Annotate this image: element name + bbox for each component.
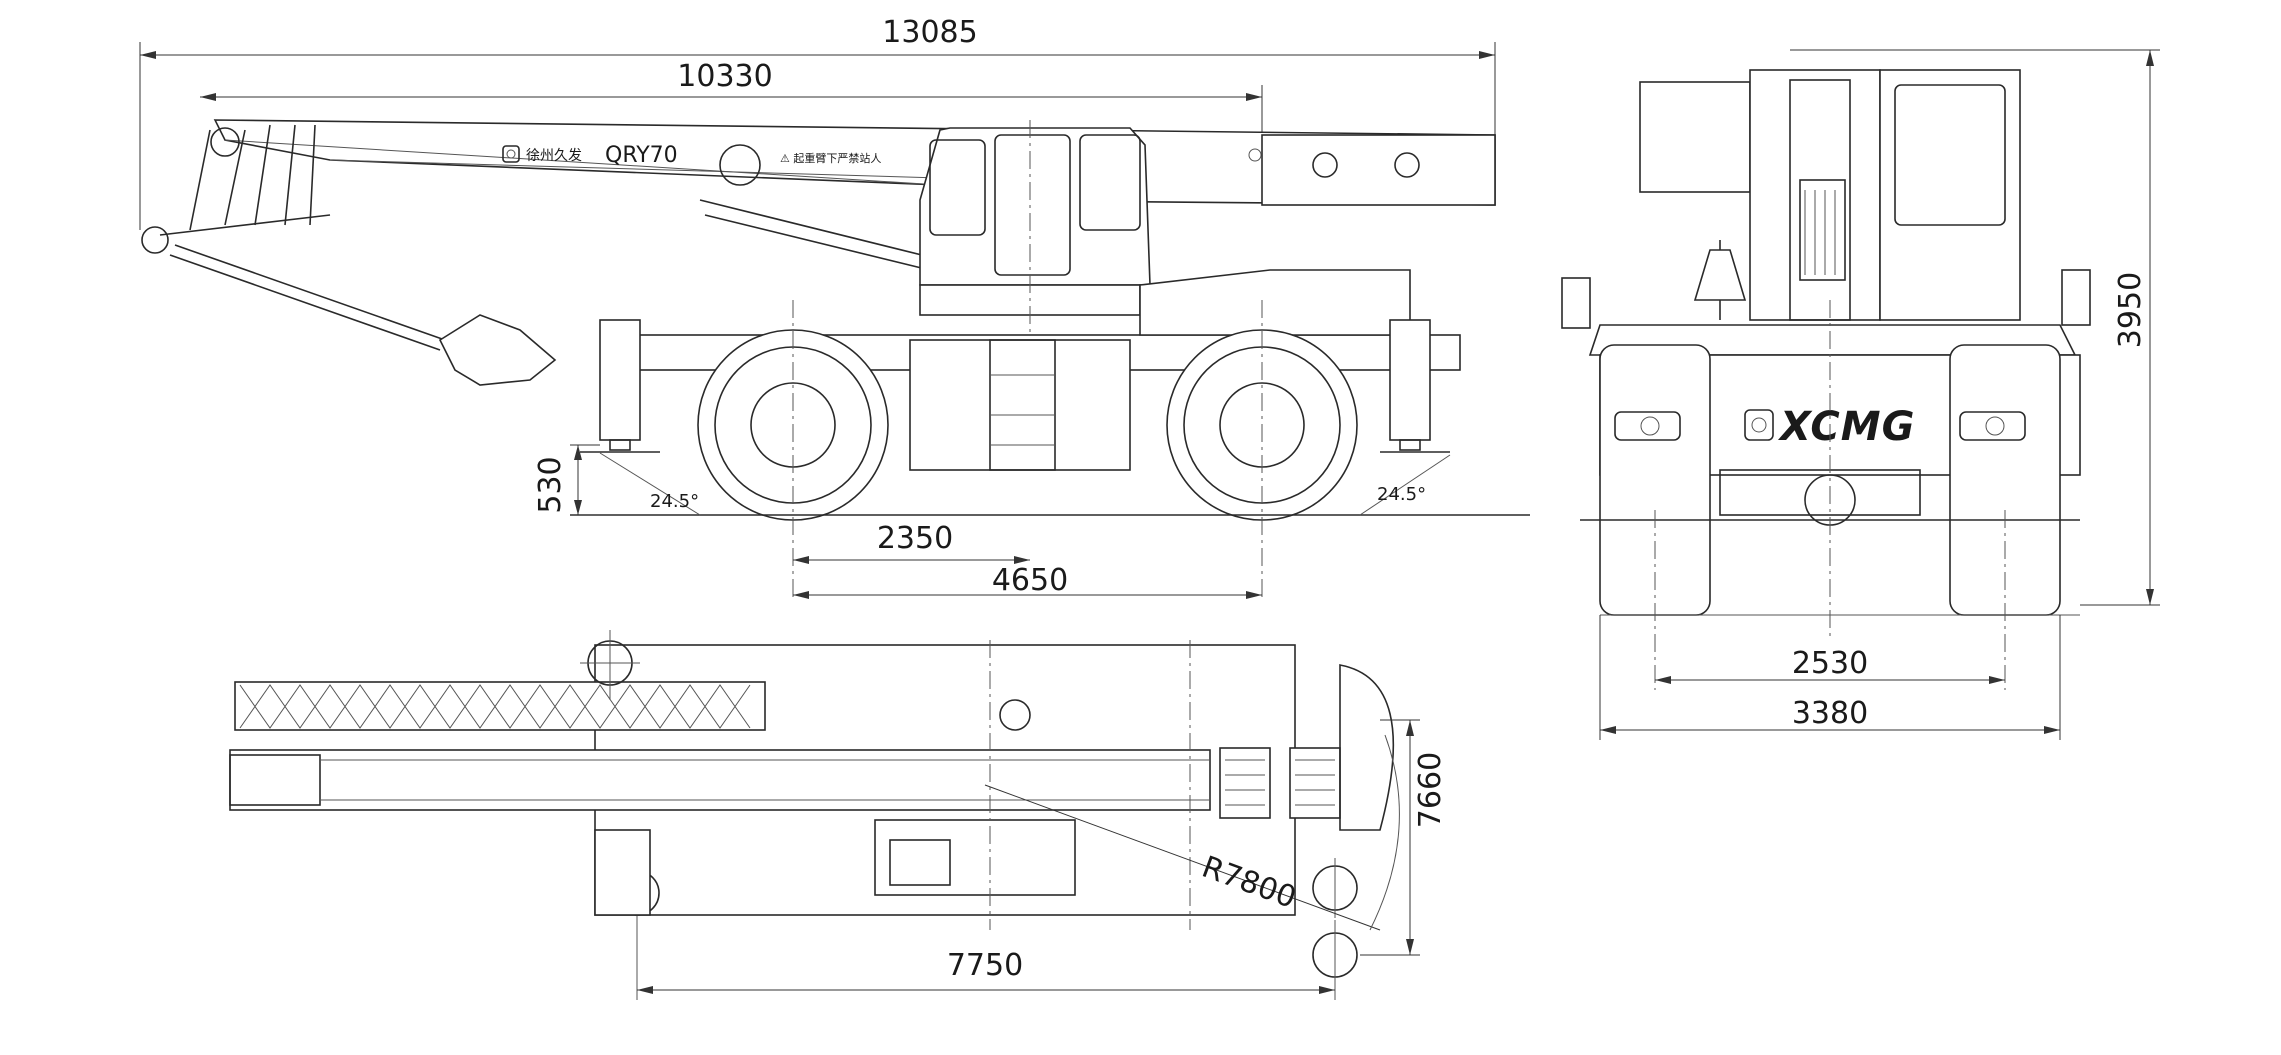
dim-overall-width-label: 3380 bbox=[1792, 696, 1868, 731]
crane-boom: 徐州久发 QRY70 ⚠ 起重臂下严禁站人 bbox=[141, 119, 1496, 386]
dim-track-width: 2530 bbox=[1655, 646, 2005, 684]
outrigger-pad-front-top bbox=[580, 630, 640, 700]
front-outrigger bbox=[580, 319, 660, 453]
departure-angle-label: 24.5° bbox=[1377, 484, 1426, 505]
dim-track-width-label: 2530 bbox=[1792, 646, 1868, 681]
dim-half-wheelbase: 2350 bbox=[793, 521, 1030, 564]
dim-overall-length: 13085 bbox=[139, 15, 1496, 230]
model-text: QRY70 bbox=[605, 143, 678, 168]
warning-text: ⚠ 起重臂下严禁站人 bbox=[780, 151, 881, 165]
xcmg-logo-text: XCMG bbox=[1777, 404, 1915, 450]
dim-overall-length-label: 13085 bbox=[882, 15, 977, 50]
dim-wheelbase-label: 4650 bbox=[992, 563, 1068, 598]
top-view: R7800 7660 7750 bbox=[229, 630, 1448, 1000]
front-view: XCMG 3950 2530 bbox=[1561, 49, 2160, 740]
dim-half-wheelbase-label: 2350 bbox=[877, 521, 953, 556]
rear-outrigger bbox=[1380, 319, 1450, 453]
outrigger-pad-rear-top bbox=[1312, 858, 1358, 918]
dim-outrigger-length: 7750 bbox=[637, 948, 1335, 994]
dim-boom-length: 10330 bbox=[200, 59, 1263, 150]
lattice-jib bbox=[234, 681, 766, 731]
brand-cn-text: 徐州久发 bbox=[526, 148, 582, 164]
dim-overall-width: 3380 bbox=[1599, 615, 2061, 740]
outrigger-pad-rear-bottom bbox=[1312, 920, 1358, 1000]
approach-angle-label: 24.5° bbox=[650, 491, 699, 512]
dim-outrigger-span: 7660 bbox=[1360, 719, 1448, 956]
dim-overall-height-label: 3950 bbox=[2113, 272, 2148, 348]
side-view: 13085 10330 bbox=[139, 15, 1530, 600]
dim-outrigger-span-label: 7660 bbox=[1413, 752, 1448, 828]
dim-overall-height: 3950 bbox=[1790, 49, 2160, 606]
dim-wheelbase: 4650 bbox=[793, 563, 1262, 599]
dim-boom-length-label: 10330 bbox=[677, 59, 772, 94]
front-wheel bbox=[697, 300, 889, 600]
rear-wheel bbox=[1166, 300, 1358, 600]
xcmg-logo: XCMG bbox=[1744, 404, 1915, 450]
dim-ground-clearance-label: 530 bbox=[533, 456, 568, 513]
brand-logo-icon bbox=[502, 145, 520, 163]
operator-cab bbox=[919, 120, 1151, 470]
dim-ground-clearance: 530 bbox=[533, 444, 600, 516]
dim-outrigger-length-label: 7750 bbox=[947, 948, 1023, 983]
